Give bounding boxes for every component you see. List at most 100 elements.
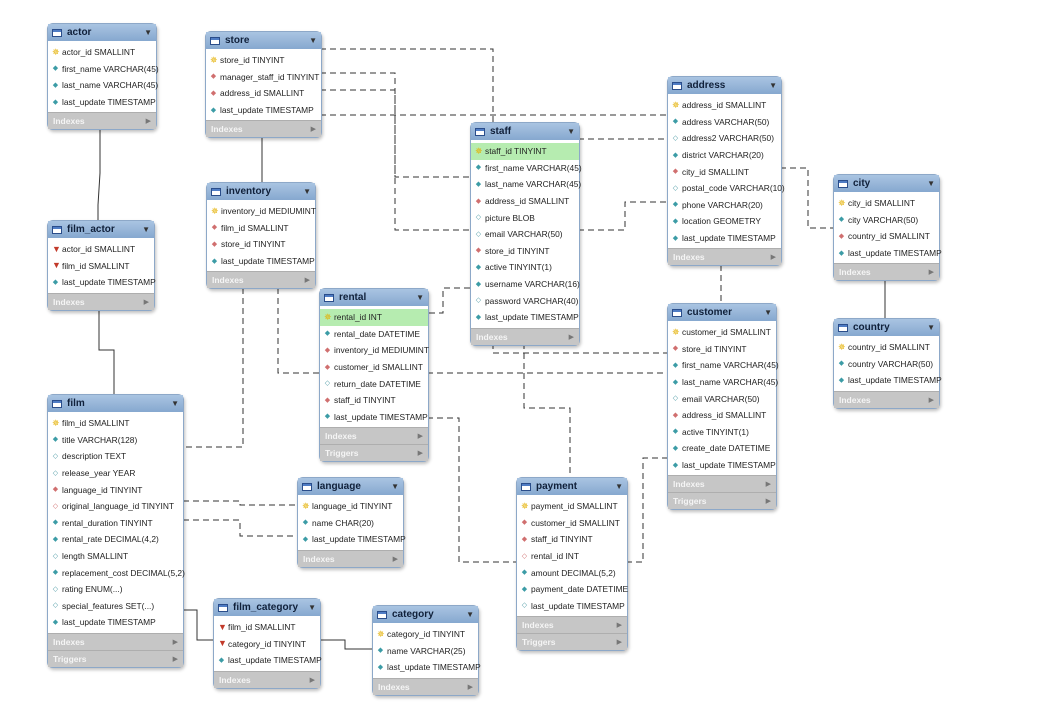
table-actor[interactable]: actor▼✵actor_id SMALLINT◆first_name VARC… [47,23,159,131]
expand-arrow-icon[interactable]: ▶ [392,555,398,563]
section-indexes[interactable]: Indexes▶ [517,616,627,634]
column-row[interactable]: ◆title VARCHAR(128) [48,432,183,449]
column-row[interactable]: ◆active TINYINT(1) [471,259,579,276]
column-row[interactable]: ✵country_id SMALLINT [834,339,939,356]
collapse-arrow-icon[interactable]: ▼ [567,127,575,136]
column-row[interactable]: ◆film_id SMALLINT [207,220,315,237]
table-address[interactable]: address▼ ✵address_id SMALLINT◆address VAR… [667,76,785,267]
table-header[interactable]: actor▼ [48,24,156,41]
collapse-arrow-icon[interactable]: ▼ [764,308,772,317]
column-row[interactable]: ◇release_year YEAR [48,465,183,482]
table-inventory[interactable]: inventory▼✵inventory_id MEDIUMINT◆film_i… [206,182,316,290]
column-row[interactable]: ◆amount DECIMAL(5,2) [517,564,627,581]
section-indexes[interactable]: Indexes▶ [48,112,156,130]
collapse-arrow-icon[interactable]: ▼ [303,187,311,196]
section-indexes[interactable]: Indexes▶ [207,271,315,289]
column-row[interactable]: ✵store_id TINYINT [206,52,321,69]
column-row[interactable]: ◇last_update TIMESTAMP [517,598,627,615]
column-row[interactable]: ◆last_update TIMESTAMP [668,457,776,474]
collapse-arrow-icon[interactable]: ▼ [171,399,179,408]
column-row[interactable]: ▼category_id TINYINT [214,636,320,653]
column-row[interactable]: ▼film_id SMALLINT [214,619,320,636]
column-row[interactable]: ◇email VARCHAR(50) [471,226,579,243]
column-row[interactable]: ◆last_update TIMESTAMP [834,245,942,262]
column-row[interactable]: ◆last_update TIMESTAMP [471,309,579,326]
column-row[interactable]: ◆store_id TINYINT [668,341,776,358]
table-header[interactable]: film_category▼ [214,599,320,616]
expand-arrow-icon[interactable]: ▶ [172,655,178,663]
section-indexes[interactable]: Indexes▶ [298,549,403,567]
section-indexes[interactable]: Indexes▶ [834,390,939,408]
table-header[interactable]: staff▼ [471,123,579,140]
column-row[interactable]: ◆staff_id TINYINT [320,392,428,409]
expand-arrow-icon[interactable]: ▶ [765,498,771,506]
column-row[interactable]: ◇rating ENUM(...) [48,581,183,598]
column-row[interactable]: ◆active TINYINT(1) [668,424,776,441]
column-row[interactable]: ◆last_update TIMESTAMP [668,230,781,247]
column-row[interactable]: ◆language_id TINYINT [48,481,183,498]
expand-arrow-icon[interactable]: ▶ [145,118,151,126]
column-row[interactable]: ◆staff_id TINYINT [517,531,627,548]
expand-arrow-icon[interactable]: ▶ [616,622,622,630]
table-header[interactable]: address▼ [668,77,781,94]
column-row[interactable]: ✵actor_id SMALLINT [48,44,156,61]
column-row[interactable]: ◆address VARCHAR(50) [668,114,781,131]
column-row[interactable]: ◆location GEOMETRY [668,213,781,230]
column-row[interactable]: ◆address_id SMALLINT [668,407,776,424]
section-indexes[interactable]: Indexes▶ [834,263,939,281]
column-row[interactable]: ▼film_id SMALLINT [48,258,154,275]
column-row[interactable]: ◆last_update TIMESTAMP [214,652,322,669]
table-header[interactable]: film▼ [48,395,183,412]
table-header[interactable]: customer▼ [668,304,776,321]
column-row[interactable]: ◆customer_id SMALLINT [320,359,428,376]
table-header[interactable]: film_actor▼ [48,221,154,238]
column-row[interactable]: ◇postal_code VARCHAR(10) [668,180,785,197]
expand-arrow-icon[interactable]: ▶ [143,298,149,306]
collapse-arrow-icon[interactable]: ▼ [615,482,623,491]
collapse-arrow-icon[interactable]: ▼ [466,610,474,619]
collapse-arrow-icon[interactable]: ▼ [142,225,150,234]
collapse-arrow-icon[interactable]: ▼ [144,28,152,37]
table-header[interactable]: payment▼ [517,478,627,495]
column-row[interactable]: ◇picture BLOB [471,209,579,226]
collapse-arrow-icon[interactable]: ▼ [308,603,316,612]
column-row[interactable]: ◆manager_staff_id TINYINT [206,69,321,86]
column-row[interactable]: ◇description TEXT [48,448,183,465]
column-row[interactable]: ◆create_date DATETIME [668,440,776,457]
section-indexes[interactable]: Indexes▶ [206,120,321,138]
table-payment[interactable]: payment▼ ✵payment_id SMALLINT◆customer_id… [516,477,628,652]
column-row[interactable]: ✵inventory_id MEDIUMINT [207,203,316,220]
column-row[interactable]: ◆last_update TIMESTAMP [207,253,315,270]
expand-arrow-icon[interactable]: ▶ [928,269,934,277]
column-row[interactable]: ◆last_update TIMESTAMP [48,614,183,631]
column-row[interactable]: ◆rental_date DATETIME [320,326,428,343]
column-row[interactable]: ◆address_id SMALLINT [471,193,579,210]
column-row[interactable]: ◇address2 VARCHAR(50) [668,130,781,147]
column-row[interactable]: ✵payment_id SMALLINT [517,498,627,515]
expand-arrow-icon[interactable]: ▶ [765,481,771,489]
column-row[interactable]: ◆username VARCHAR(16) [471,276,580,293]
column-row[interactable]: ◆first_name VARCHAR(45) [668,357,779,374]
expand-arrow-icon[interactable]: ▶ [309,676,315,684]
table-film[interactable]: film▼✵film_id SMALLINT◆title VARCHAR(128… [47,394,185,668]
column-row[interactable]: ◆name VARCHAR(25) [373,643,478,660]
expand-arrow-icon[interactable]: ▶ [417,450,423,458]
section-indexes[interactable]: Indexes▶ [471,327,579,345]
table-category[interactable]: category▼✵category_id TINYINT◆name VARCH… [372,605,481,696]
column-row[interactable]: ◇length SMALLINT [48,548,183,565]
column-row[interactable]: ✵category_id TINYINT [373,626,478,643]
column-row[interactable]: ✵address_id SMALLINT [668,97,781,114]
table-header[interactable]: language▼ [298,478,403,495]
column-row[interactable]: ◆country VARCHAR(50) [834,356,939,373]
column-row[interactable]: ◇return_date DATETIME [320,375,428,392]
column-row[interactable]: ◆customer_id SMALLINT [517,515,627,532]
table-language[interactable]: language▼✵language_id TINYINT◆name CHAR(… [297,477,406,568]
column-row[interactable]: ◆last_name VARCHAR(45) [48,77,158,94]
column-row[interactable]: ◆last_update TIMESTAMP [373,659,481,676]
column-row[interactable]: ◆rental_duration TINYINT [48,515,183,532]
column-row[interactable]: ◇original_language_id TINYINT [48,498,183,515]
table-header[interactable]: country▼ [834,319,939,336]
column-row[interactable]: ◆name CHAR(20) [298,515,403,532]
column-row[interactable]: ◆inventory_id MEDIUMINT [320,342,429,359]
table-film-category[interactable]: film_category▼ ▼film_id SMALLINT▼category… [213,598,322,689]
